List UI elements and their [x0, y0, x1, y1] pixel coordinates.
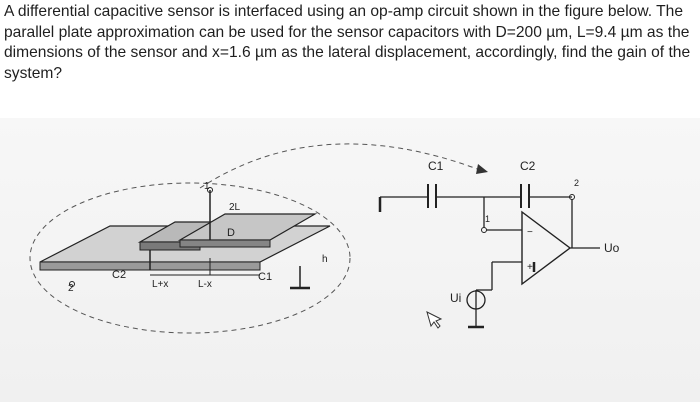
hand-cursor-icon	[426, 311, 443, 329]
input-label: Ui	[450, 291, 461, 305]
node-1-terminal	[207, 187, 213, 193]
circuit-node-2-label: 2	[574, 178, 579, 188]
top-plate-edge	[179, 239, 271, 248]
circuit-c1-label: C1	[428, 159, 444, 173]
sensor-node-2-terminal	[69, 281, 75, 287]
opamp-plus-sign: +	[527, 262, 533, 273]
len-left-label: L+x	[152, 279, 168, 290]
node-1-circuit-terminal	[481, 227, 487, 233]
op-amp	[521, 210, 572, 286]
question-text: A differential capacitive sensor is inte…	[4, 3, 691, 82]
circuit-c2-label: C2	[520, 159, 536, 173]
output-label: Uo	[604, 241, 620, 255]
sensor-outline	[29, 182, 351, 334]
arrow-head-icon	[476, 164, 488, 174]
dim-h: h	[322, 254, 328, 265]
len-right-label: L-x	[198, 279, 212, 290]
dim-2L: 2L	[229, 202, 241, 213]
cap-c2-label: C2	[112, 269, 126, 281]
dim-D: D	[227, 227, 235, 239]
sensor-node-2: 2	[68, 283, 74, 294]
circuit-node-1-label: 1	[485, 214, 490, 224]
cap-c1-label: C1	[258, 271, 272, 283]
opamp-minus-sign: −	[527, 227, 533, 238]
link-arrow	[199, 143, 481, 189]
sensor-node-1: 1	[204, 181, 210, 192]
